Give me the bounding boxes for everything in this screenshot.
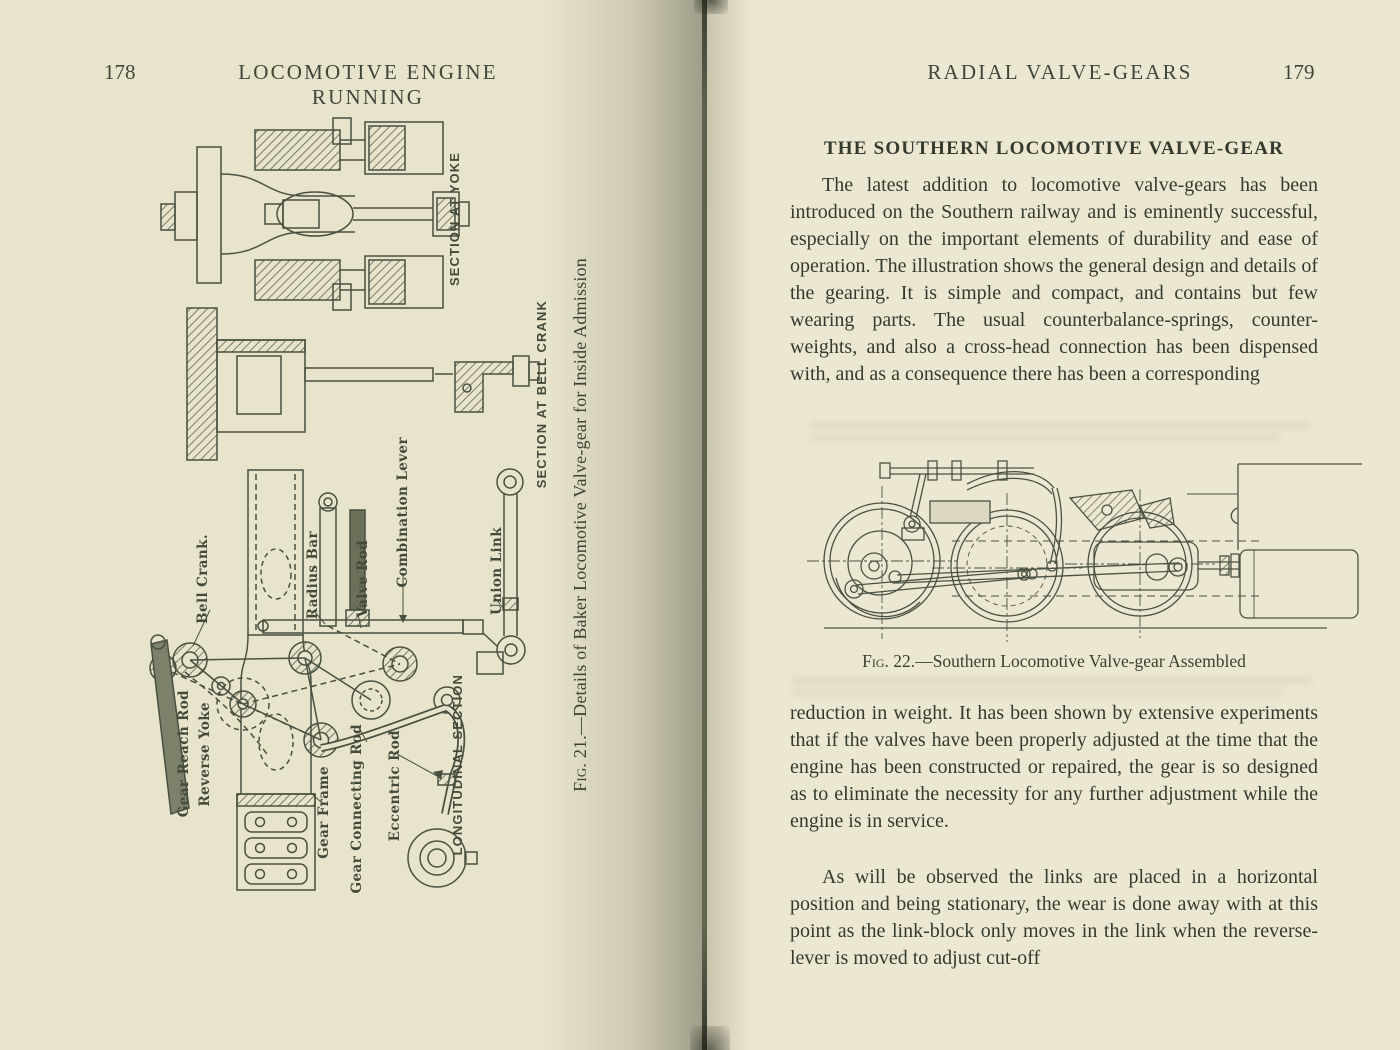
figure-22-caption-prefix: Fig. 22. <box>862 651 916 671</box>
gutter-glow <box>707 0 753 1050</box>
label-gear-connecting-rod: Gear Connecting Rod <box>349 724 365 894</box>
label-union-link: Union Link <box>489 527 505 616</box>
gutter-top-shadow <box>694 0 728 14</box>
label-bell-crank: Bell Crank. <box>195 534 211 624</box>
figure-22-drawing <box>807 460 1362 642</box>
gutter-line <box>702 0 707 1050</box>
label-eccentric-rod: Eccentric Rod <box>387 730 403 842</box>
right-running-title: RADIAL VALVE-GEARS <box>927 60 1193 84</box>
figure-22-caption: Fig. 22.—Southern Locomotive Valve-gear … <box>790 651 1318 672</box>
label-section-at-yoke: SECTION AT YOKE <box>447 152 462 286</box>
gutter-bottom-shadow <box>690 1026 730 1050</box>
label-gear-frame: Gear Frame <box>316 766 332 859</box>
figure-22-caption-text: —Southern Locomotive Valve-gear Assemble… <box>915 651 1246 671</box>
right-page-number: 179 <box>1283 60 1315 84</box>
figure-21-drawing <box>149 117 540 891</box>
page-179 <box>705 0 1400 1050</box>
label-radius-bar: Radius Bar <box>305 531 321 620</box>
label-gear-reach-rod: Gear Reach Rod <box>176 690 192 818</box>
paragraph-3: As will be observed the links are placed… <box>790 866 1318 969</box>
paragraph-1: The latest addition to locomotive valve-… <box>790 174 1318 385</box>
paragraph-2: reduction in weight. It has been shown b… <box>790 702 1318 832</box>
label-section-at-bell-crank: SECTION AT BELL CRANK <box>534 300 549 489</box>
left-running-title: LOCOMOTIVE ENGINE RUNNING <box>238 60 498 109</box>
gutter-shadow <box>548 0 703 1050</box>
section-heading: THE SOUTHERN LOCOMOTIVE VALVE-GEAR <box>823 138 1285 159</box>
label-longitudinal-section: LONGITUDINAL SECTION <box>450 674 465 856</box>
label-combination-lever: Combination Lever <box>395 437 411 588</box>
label-valve-rod: Valve Rod <box>355 540 371 618</box>
label-reverse-yoke: Reverse Yoke <box>197 702 213 807</box>
left-page-number: 178 <box>104 60 136 84</box>
